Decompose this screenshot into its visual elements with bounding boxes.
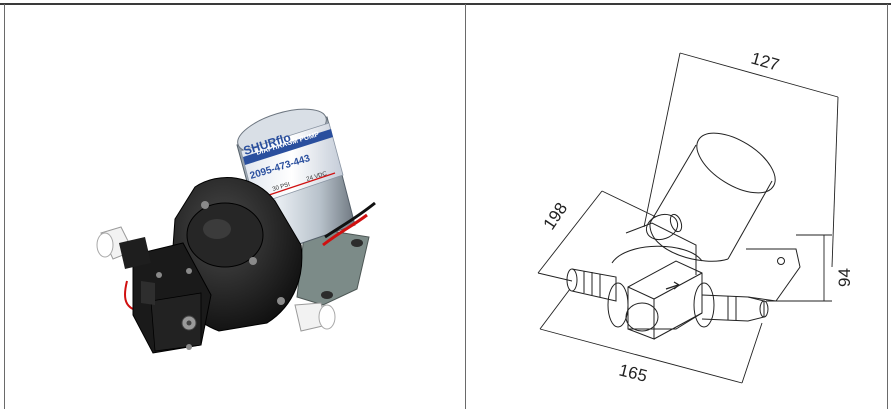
dimension-drawing-panel: 127 198 165 94 <box>466 5 887 409</box>
top-border <box>0 3 891 5</box>
power-wires <box>124 201 376 310</box>
dimension-drawing: 127 198 165 94 <box>537 49 854 386</box>
panel-divider <box>465 4 466 409</box>
dim-height-label: 94 <box>835 268 854 287</box>
motor-cylinder: DIAPHRAGM PUMP SHURflo 2095-473-443 30 P… <box>236 108 356 256</box>
left-border <box>4 4 5 409</box>
dim-198-lines <box>537 190 657 282</box>
drawing-right-port <box>701 294 769 322</box>
drawing-pump-head <box>607 213 715 328</box>
inlet-fitting <box>96 226 151 269</box>
label-pressure: 30 PSI <box>272 182 291 193</box>
dim-127-lines <box>643 52 839 268</box>
drawing-bracket <box>746 248 801 302</box>
dim-width-label: 165 <box>617 360 649 385</box>
dim-length-label: 127 <box>749 49 782 75</box>
drawing-motor <box>649 132 776 262</box>
dim-165-lines <box>539 288 763 384</box>
mounting-bracket <box>296 226 370 306</box>
product-photo-panel: DIAPHRAGM PUMP SHURflo 2095-473-443 30 P… <box>5 5 465 409</box>
pump-photo: DIAPHRAGM PUMP SHURflo 2095-473-443 30 P… <box>96 108 376 354</box>
dim-diagonal-label: 198 <box>540 199 572 233</box>
right-border <box>887 4 888 409</box>
dim-94-lines <box>766 234 832 302</box>
drawing-valve-block <box>625 260 703 340</box>
pump-head <box>132 177 303 354</box>
outlet-fitting <box>294 302 336 332</box>
